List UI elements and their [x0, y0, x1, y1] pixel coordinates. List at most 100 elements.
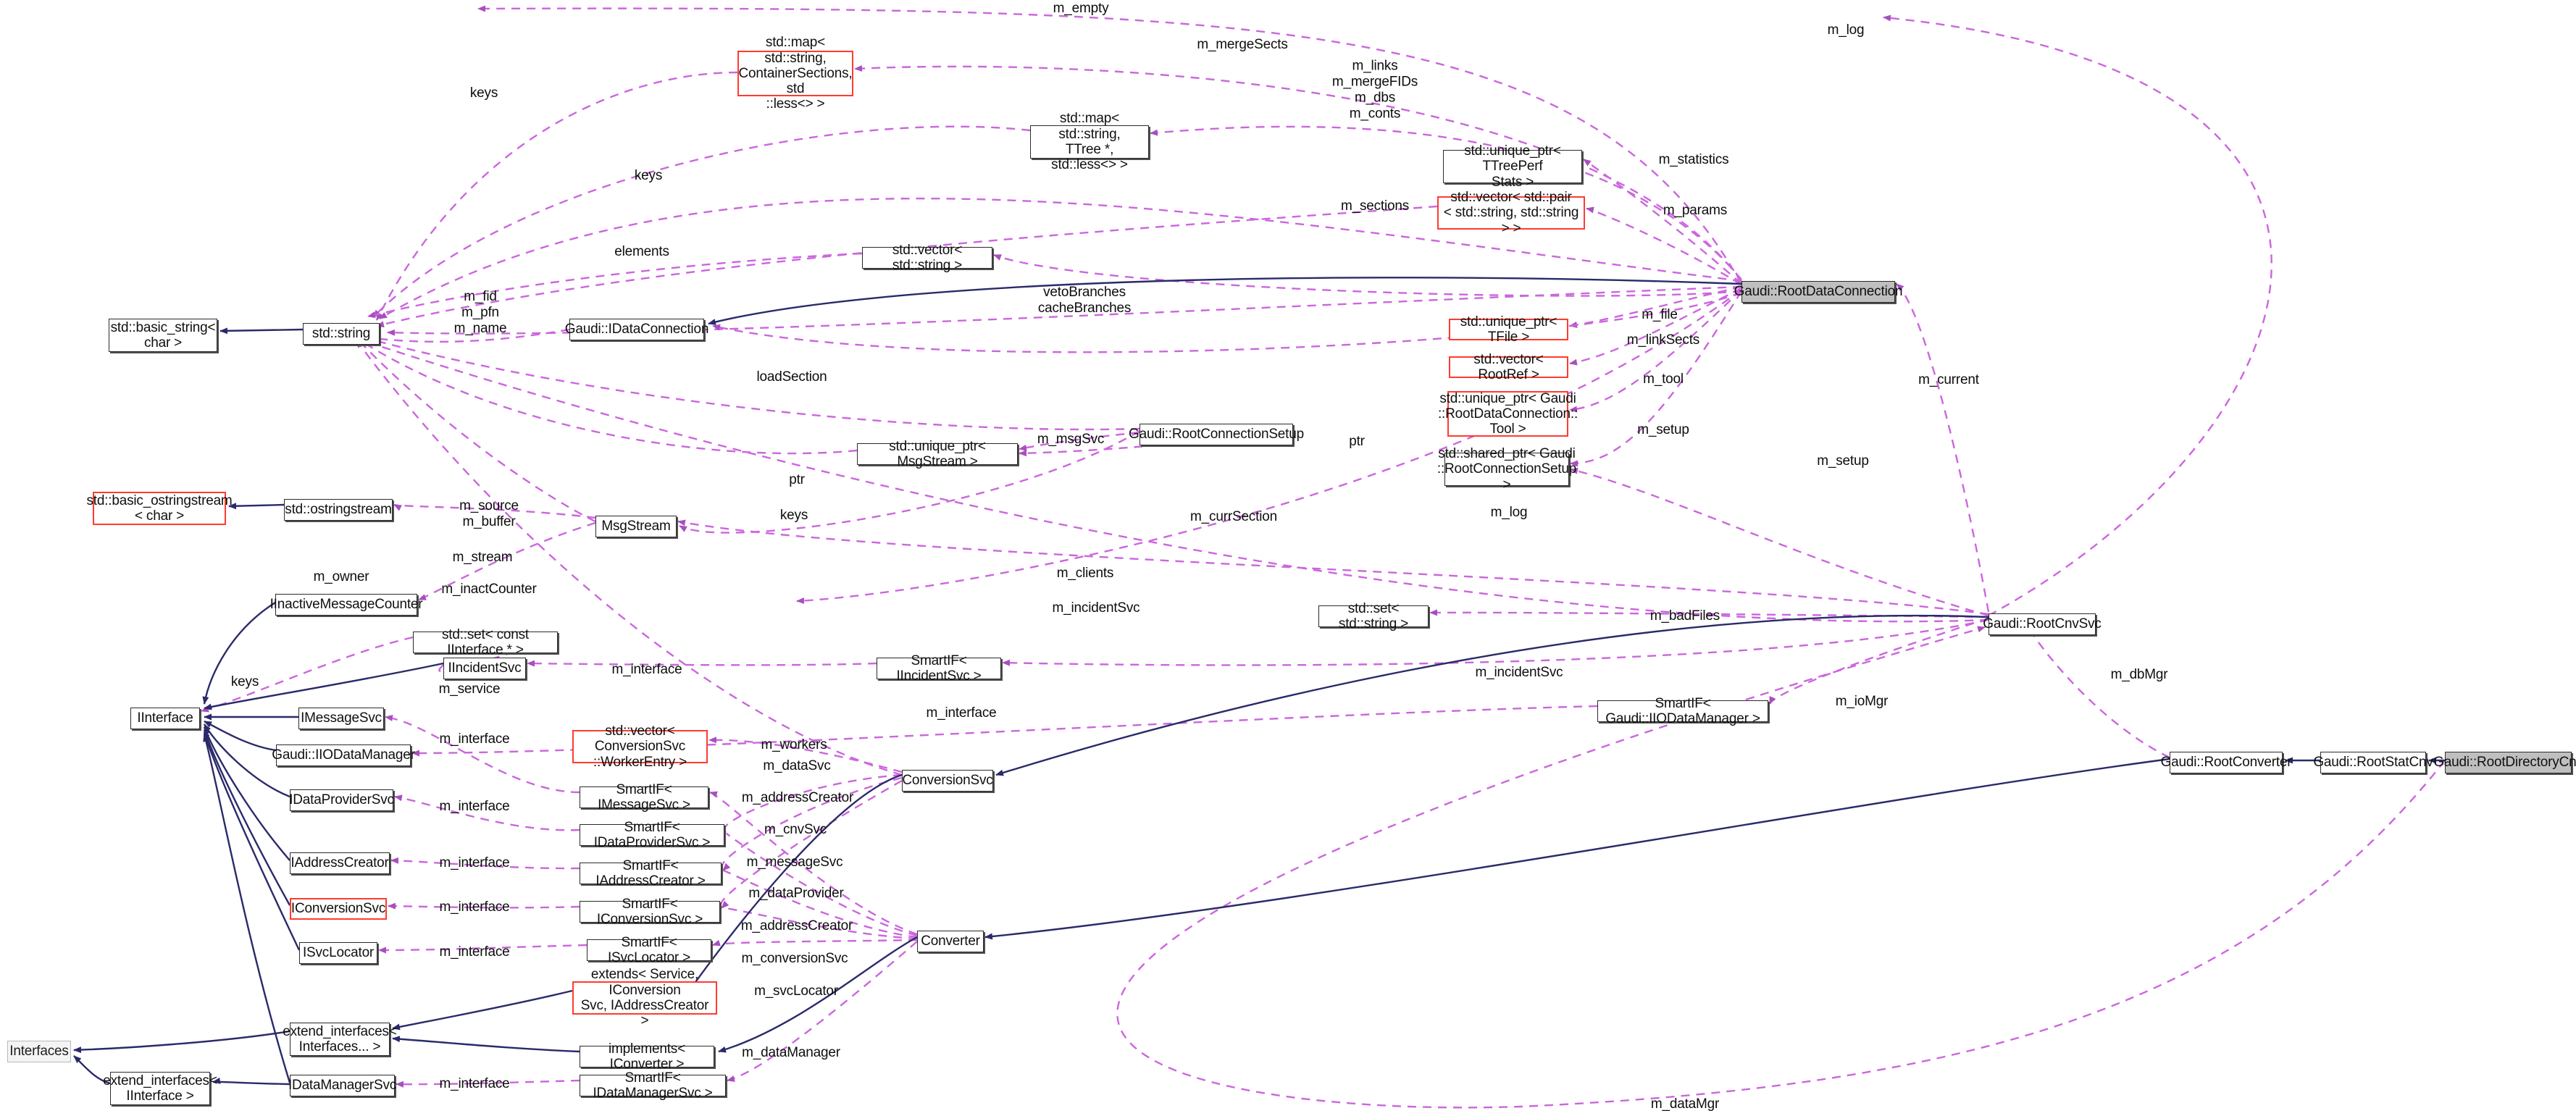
class-node-imessagesvc[interactable]: IMessageSvc: [298, 708, 384, 729]
edge-label-m_incidentSvc_a: m_incidentSvc: [1052, 600, 1140, 616]
edge-label-m_params: m_params: [1663, 203, 1728, 219]
class-node-unique_ttreeperf[interactable]: std::unique_ptr< TTreePerf Stats >: [1443, 143, 1582, 190]
edge-label-m_setup_b: m_setup: [1817, 453, 1869, 469]
edge-label-m_dataSvc: m_dataSvc: [763, 758, 831, 774]
edge-label-m_interface_mid: m_interface: [926, 705, 997, 721]
edge-label-m_empty: m_empty: [1053, 1, 1109, 17]
edge-label-m_interface_ac: m_interface: [439, 855, 510, 871]
class-node-smartif_iaddrcre[interactable]: SmartIF< IAddressCreator >: [580, 858, 722, 889]
class-node-rootdataconnection[interactable]: Gaudi::RootDataConnection: [1734, 281, 1903, 303]
edge-label-m_incidentSvc_b: m_incidentSvc: [1475, 665, 1563, 681]
edge-label-m_interface_sl: m_interface: [439, 944, 510, 960]
edge-label-m_addressCreator1: m_addressCreator: [741, 790, 854, 806]
class-node-rootcnvsvc[interactable]: Gaudi::RootCnvSvc: [1983, 613, 2102, 635]
edge-label-m_current: m_current: [1918, 372, 1979, 388]
edge-label-keys_left: keys: [230, 674, 259, 690]
edge-label-m_badFiles: m_badFiles: [1649, 608, 1720, 624]
class-node-set_std_string[interactable]: std::set< std::string >: [1318, 601, 1429, 632]
class-node-smartif_isvcloc[interactable]: SmartIF< ISvcLocator >: [587, 935, 711, 965]
class-node-iaddresscreator[interactable]: IAddressCreator: [290, 852, 390, 874]
class-node-iinterface[interactable]: IInterface: [130, 708, 200, 729]
class-node-basic_ostringstream[interactable]: std::basic_ostringstream < char >: [86, 492, 233, 525]
edge-label-m_dataManager: m_dataManager: [742, 1045, 840, 1061]
class-node-extends_service[interactable]: extends< Service, IConversion Svc, IAddr…: [572, 967, 717, 1028]
class-node-basic_string[interactable]: std::basic_string< char >: [109, 319, 217, 352]
class-node-idatamanagersvc[interactable]: IDataManagerSvc: [288, 1075, 396, 1096]
edge-label-m_sections: m_sections: [1340, 198, 1410, 214]
edge-label-m_owner: m_owner: [313, 569, 369, 585]
edge-label-m_fid_group: m_fid m_pfn m_name: [453, 289, 507, 336]
edge-label-keys_mid: keys: [634, 168, 663, 184]
class-node-iconversionsvc[interactable]: IConversionSvc: [290, 898, 387, 920]
class-node-iinactivemsgcounter[interactable]: IInactiveMessageCounter: [270, 594, 423, 616]
edge-label-m_workers: m_workers: [761, 737, 827, 753]
class-node-rootconverter[interactable]: Gaudi::RootConverter: [2161, 752, 2292, 773]
edge-label-m_dataProvider: m_dataProvider: [748, 886, 844, 902]
inheritance-edges: [73, 277, 2445, 1086]
class-node-iiodatamanager[interactable]: Gaudi::IIODataManager: [272, 744, 415, 766]
class-node-map_container_sect[interactable]: std::map< std::string, ContainerSections…: [737, 35, 853, 112]
edge-label-m_setup_a: m_setup: [1637, 422, 1689, 438]
edge-label-m_currSection: m_currSection: [1190, 509, 1277, 525]
edge-label-m_addressCreator2: m_addressCreator: [740, 918, 853, 934]
edge-label-m_service: m_service: [438, 681, 501, 697]
edge-label-m_links_group: m_links m_mergeFIDs m_dbs m_conts: [1331, 58, 1418, 121]
edge-label-m_dbMgr: m_dbMgr: [2110, 667, 2168, 683]
edge-label-m_ioMgr: m_ioMgr: [1835, 694, 1889, 710]
class-node-rootdirectorycnv[interactable]: Gaudi::RootDirectoryCnv: [2433, 752, 2576, 773]
class-node-isvclocator[interactable]: ISvcLocator: [299, 942, 377, 964]
class-node-implements_iconv[interactable]: implements< IConverter >: [580, 1041, 714, 1072]
class-node-ostringstream[interactable]: std::ostringstream: [284, 499, 393, 521]
edge-label-m_interface_dp: m_interface: [439, 799, 510, 815]
class-node-idataconnection[interactable]: Gaudi::IDataConnection: [565, 319, 708, 340]
edge-label-m_linkSects: m_linkSects: [1626, 332, 1700, 348]
edge-label-keys_top: keys: [469, 85, 498, 101]
edge-label-m_msgSvc: m_msgSvc: [1037, 432, 1105, 448]
edge-label-elements: elements: [614, 244, 669, 260]
class-node-unique_msgstream[interactable]: std::unique_ptr< MsgStream >: [857, 439, 1018, 469]
edge-label-vetoBranches: vetoBranches cacheBranches: [1037, 285, 1132, 316]
edge-label-m_stream: m_stream: [452, 550, 513, 566]
edge-label-m_log_top: m_log: [1827, 22, 1865, 38]
edge-label-m_clients: m_clients: [1056, 566, 1114, 582]
usage-edges: [201, 5, 2446, 1109]
class-node-set_const_iinterface[interactable]: std::set< const IInterface * >: [413, 627, 558, 658]
edge-label-m_svcLocator: m_svcLocator: [754, 983, 838, 999]
edge-label-m_interface_dm: m_interface: [439, 1076, 510, 1092]
class-node-vector_rootref[interactable]: std::vector< RootRef >: [1449, 352, 1568, 382]
class-node-map_ttree[interactable]: std::map< std::string, TTree *, std::les…: [1030, 111, 1149, 172]
class-node-smartif_imessagesvc[interactable]: SmartIF< IMessageSvc >: [580, 782, 708, 813]
class-node-conversionsvc[interactable]: ConversionSvc: [902, 770, 993, 792]
class-node-extend_iface_iint[interactable]: extend_interfaces< IInterface >: [103, 1072, 217, 1105]
class-node-unique_tfile[interactable]: std::unique_ptr< TFile >: [1449, 314, 1568, 345]
class-node-interfaces[interactable]: Interfaces: [7, 1041, 71, 1062]
class-node-smartif_iiodatamgr[interactable]: SmartIF< Gaudi::IIODataManager >: [1597, 696, 1768, 726]
class-node-smartif_idataprov[interactable]: SmartIF< IDataProviderSvc >: [580, 820, 724, 850]
class-node-rootstatcnv[interactable]: Gaudi::RootStatCnv: [2313, 752, 2433, 773]
class-node-vector_string[interactable]: std::vector< std::string >: [862, 243, 992, 273]
class-node-std_string[interactable]: std::string: [303, 323, 380, 345]
class-node-converter[interactable]: Converter: [917, 931, 984, 952]
class-node-vector_workerentry[interactable]: std::vector< ConversionSvc ::WorkerEntry…: [572, 723, 708, 770]
class-node-smartif_iincidentsvc[interactable]: SmartIF< IIncidentSvc >: [877, 653, 1001, 684]
class-node-extend_iface_pack[interactable]: extend_interfaces< Interfaces... >: [283, 1023, 397, 1056]
class-node-shared_connsetup[interactable]: std::shared_ptr< Gaudi ::RootConnectionS…: [1437, 446, 1577, 492]
edge-label-m_interface_cs: m_interface: [439, 899, 510, 915]
edge-label-m_inactCounter: m_inactCounter: [441, 582, 537, 597]
edge-label-m_mergeSects: m_mergeSects: [1197, 37, 1288, 53]
class-node-smartif_idatamgrsvc[interactable]: SmartIF< IDataManagerSvc >: [580, 1070, 726, 1101]
class-node-iincidentsvc[interactable]: IIncidentSvc: [443, 658, 526, 679]
class-node-unique_tool[interactable]: std::unique_ptr< Gaudi ::RootDataConnect…: [1437, 390, 1578, 437]
edge-label-m_conversionSvc: m_conversionSvc: [741, 951, 848, 967]
class-node-vector_pair_strstr[interactable]: std::vector< std::pair < std::string, st…: [1437, 190, 1585, 236]
class-node-smartif_iconvsvc[interactable]: SmartIF< IConversionSvc >: [580, 897, 720, 927]
edge-label-m_messageSvc: m_messageSvc: [746, 855, 843, 870]
class-node-msgstream[interactable]: MsgStream: [595, 516, 677, 537]
edge-label-m_log_mid: m_log: [1490, 505, 1528, 521]
edge-label-keys_ptr: keys: [779, 508, 808, 524]
class-node-idataprovidersvc[interactable]: IDataProviderSvc: [289, 789, 394, 811]
edge-label-m_interface_msg: m_interface: [439, 731, 510, 747]
class-node-rootconnsetup[interactable]: Gaudi::RootConnectionSetup: [1129, 424, 1304, 445]
